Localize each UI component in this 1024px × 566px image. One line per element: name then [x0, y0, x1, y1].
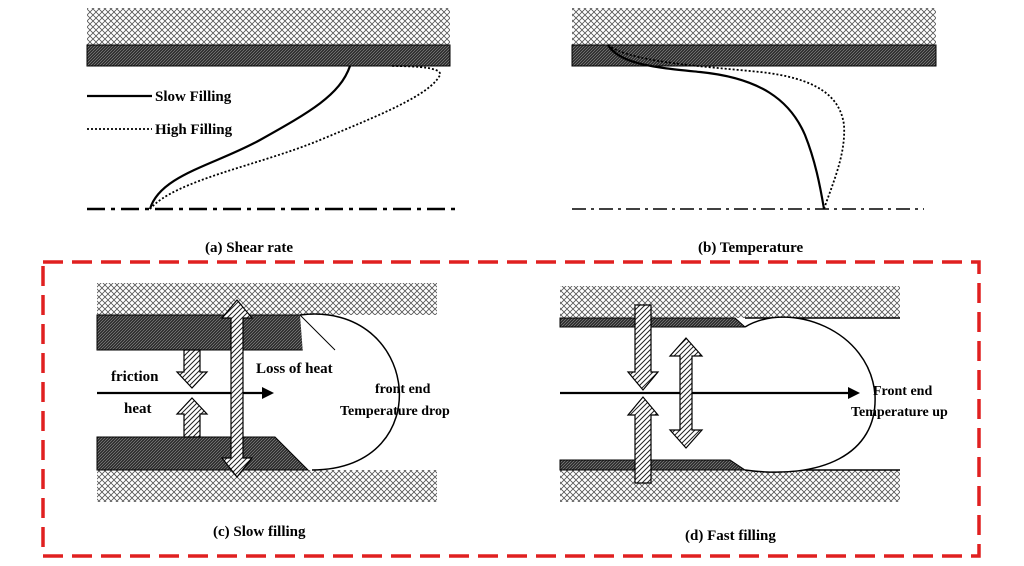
temperature-drop-label: Temperature drop [340, 404, 450, 419]
frozen-layer-bottom [96, 436, 310, 471]
front-end-label: front end [375, 382, 431, 397]
legend-high-label: High Filling [155, 122, 233, 138]
mold-wall [572, 8, 936, 45]
frozen-layer-top [559, 317, 747, 328]
panel-a-shear-rate: Slow Filling High Filling (a) Shear rate [86, 8, 460, 256]
heat-label: heat [124, 401, 152, 417]
slow-filling-curve [148, 65, 352, 210]
heat-loss-arrow [220, 299, 254, 478]
panel-d-fast-filling: Front end Temperature up (d) Fast fillin… [559, 286, 948, 544]
friction-arrow-bottom [175, 397, 209, 438]
legend-slow-label: Slow Filling [155, 89, 232, 105]
heat-exchange-arrow [668, 337, 704, 449]
flow-arrowhead [262, 387, 274, 399]
frozen-layer-bottom [559, 459, 747, 471]
panel-b-temperature: (b) Temperature [571, 8, 937, 256]
mold-bottom [560, 470, 900, 502]
panel-c-slow-filling: friction heat Loss of heat front end Tem… [96, 283, 450, 540]
mold-wall [87, 8, 450, 45]
mold-bottom [97, 470, 437, 502]
caption-a: (a) Shear rate [205, 240, 293, 256]
mold-top [560, 286, 900, 318]
caption-d: (d) Fast filling [685, 528, 776, 544]
high-filling-curve [607, 44, 846, 210]
slow-filling-curve [607, 44, 826, 210]
melt-front [299, 313, 401, 471]
highlight-frame [41, 260, 981, 558]
shear-arrow-bottom [626, 396, 660, 484]
melt-front [744, 316, 876, 473]
high-filling-curve [149, 65, 441, 210]
front-end-label: Front end [873, 384, 932, 399]
temperature-up-label: Temperature up [851, 405, 948, 420]
frozen-layer-top-redraw [299, 314, 336, 351]
flow-arrowhead [848, 387, 860, 399]
frozen-layer [86, 44, 451, 67]
friction-label: friction [111, 369, 159, 385]
frozen-layer [571, 44, 937, 67]
frozen-layer-top [96, 314, 337, 351]
loss-of-heat-label: Loss of heat [256, 361, 333, 377]
mold-top [97, 283, 437, 315]
shear-arrow-top [626, 304, 660, 391]
caption-c: (c) Slow filling [213, 524, 306, 540]
friction-arrow-top [175, 349, 209, 389]
caption-b: (b) Temperature [698, 240, 803, 256]
